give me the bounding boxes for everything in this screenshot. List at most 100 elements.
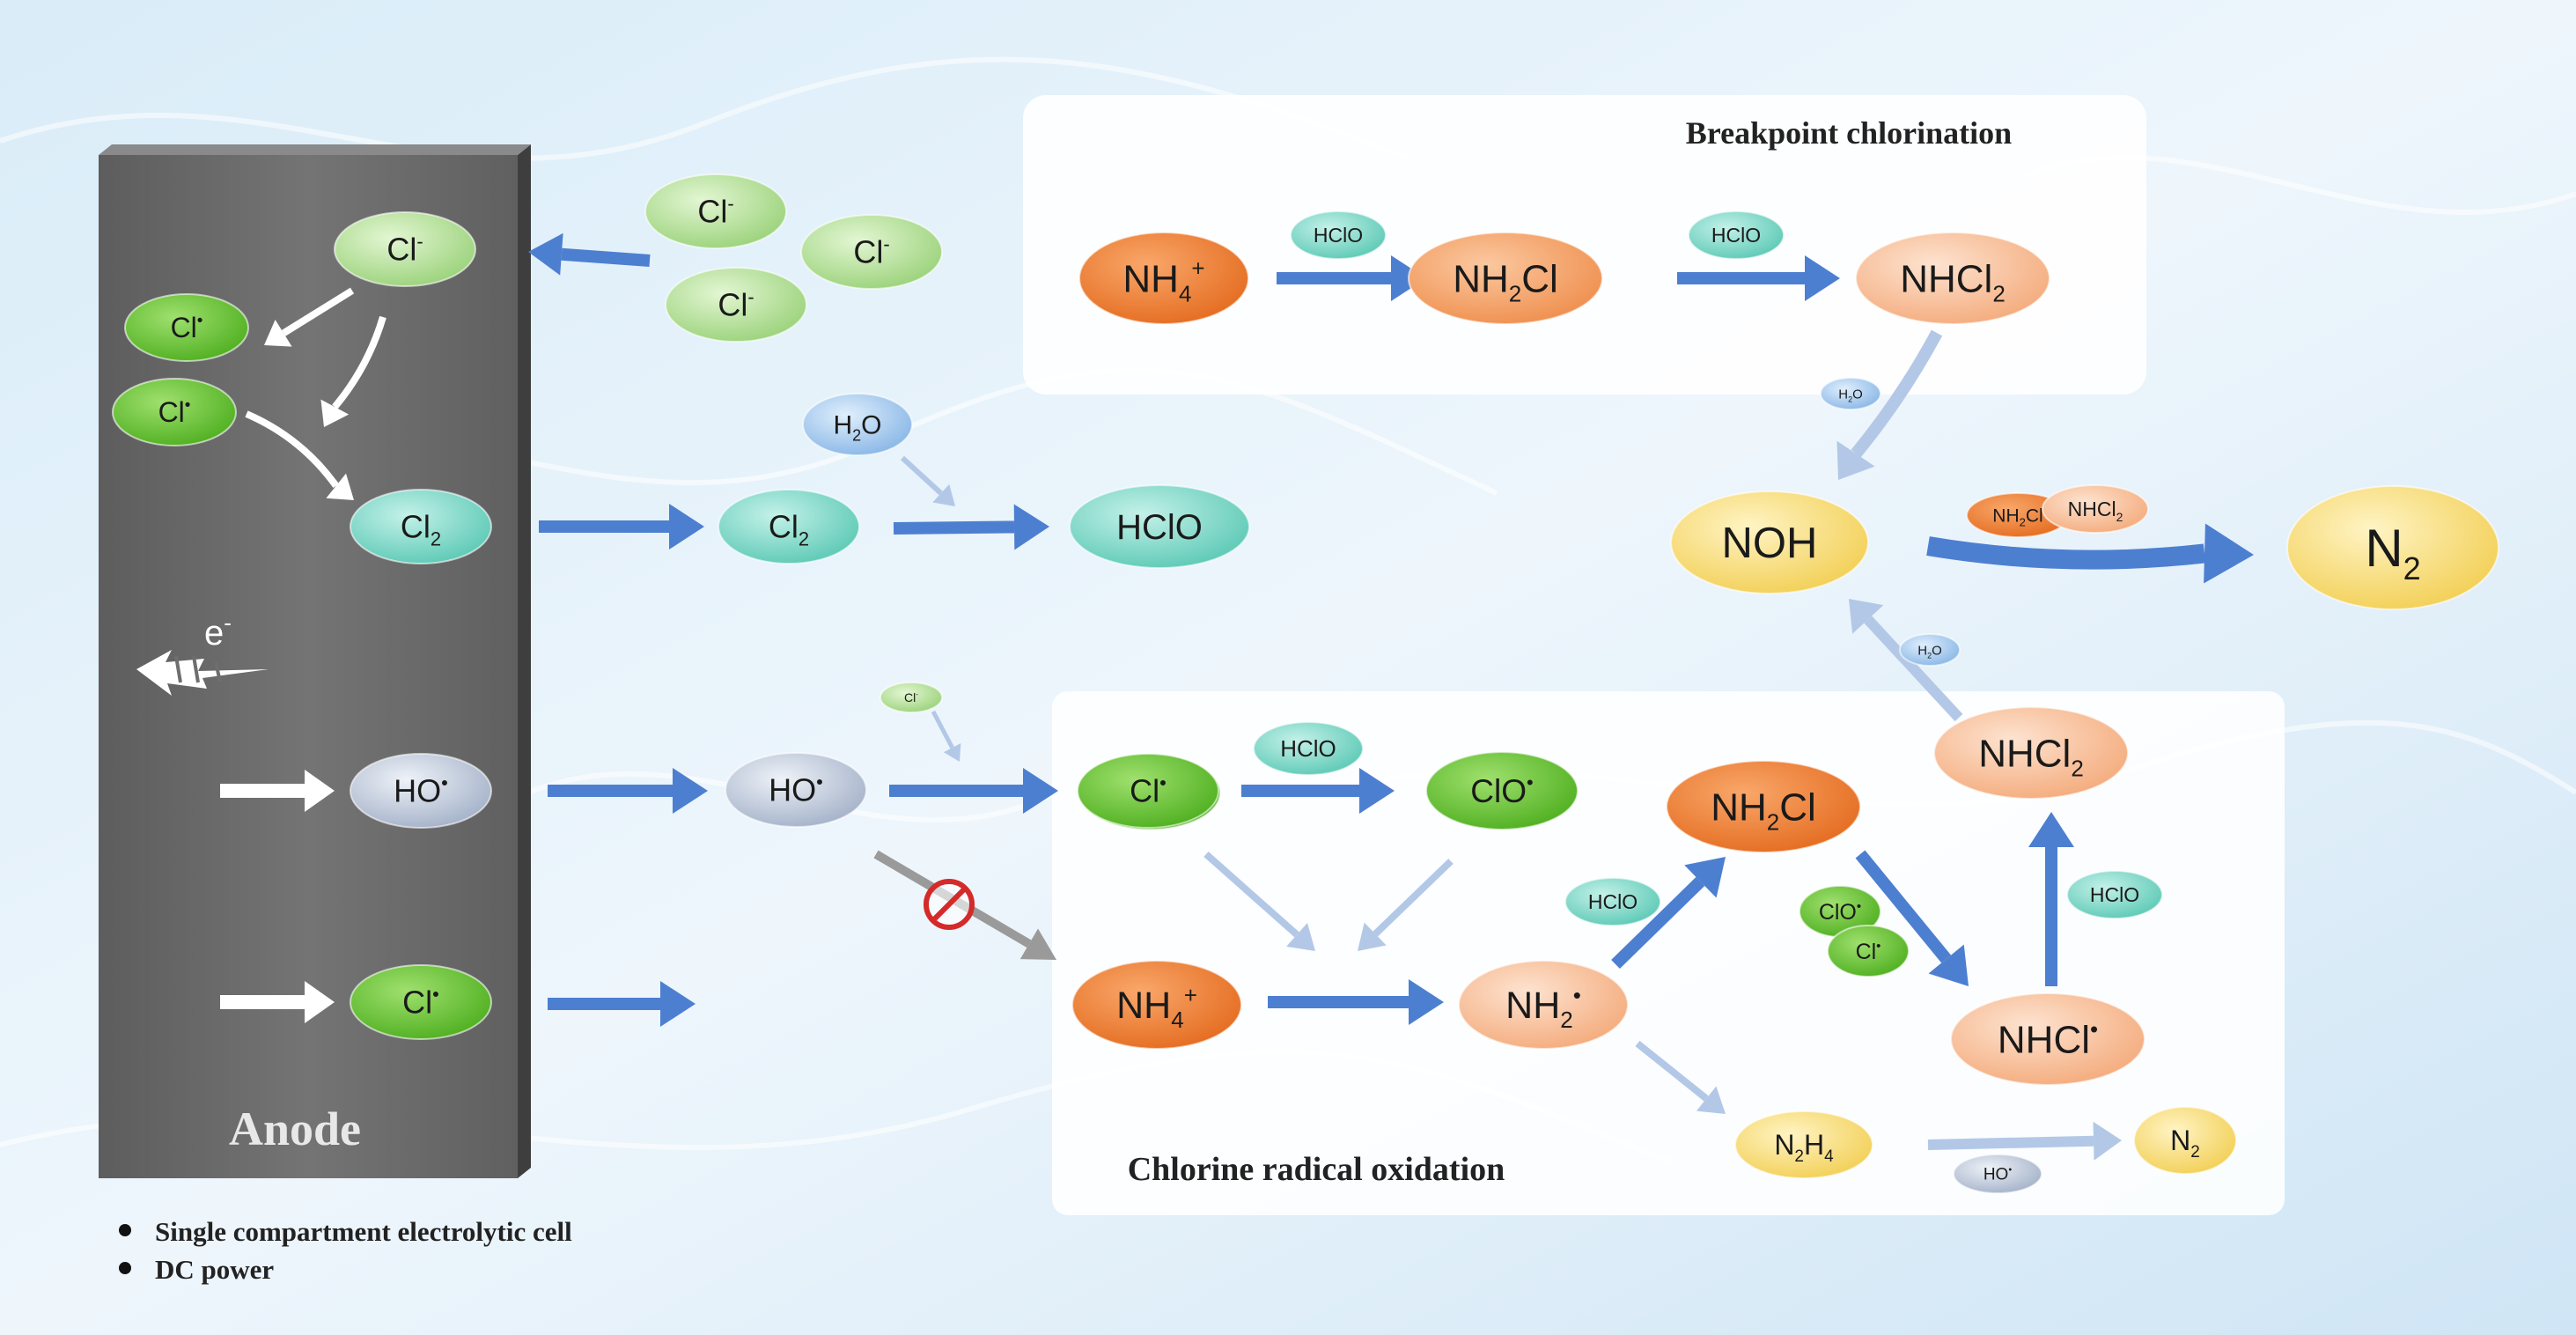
sol-cl-minus-1-label: Cl- [697,193,733,230]
anode-cl-radical-3-bubble [350,964,492,1040]
sol-cl-minus-3-bubble [665,267,807,343]
cr-n2: N2 [2133,1106,2237,1175]
bp-hclo-2-bubble [1688,210,1785,260]
small-nhcl2: NHCl2 [2042,484,2149,534]
legend-bullet [119,1262,131,1274]
bp-nh4: NH4+ [1078,232,1249,325]
bp-nh4-label: NH4+ [1122,254,1204,306]
cr-cl-radical-label: Cl• [1130,772,1167,809]
bp-hclo-2-label: HClO [1711,224,1761,247]
cr-ho-radical-small-bubble [1953,1154,2042,1194]
bp-nh2cl-bubble [1408,232,1603,325]
arrow-anode-cl2-out [539,504,704,549]
bp-hclo-1-bubble [1290,210,1387,260]
radical-panel [1052,691,2285,1215]
cr-cl-radical: Cl• [1077,753,1219,829]
arrow-cl-radical-in [220,981,335,1023]
arrow-cl-to-radical-2 [320,315,386,427]
arrow-ho-to-cl-radical [889,768,1058,814]
n2-big: N2 [2286,485,2499,610]
h2o-top: H2O [802,393,913,456]
small-nhcl2-bubble [2042,484,2149,534]
anode-cl2-bubble [350,489,492,564]
cr-hclo-3-bubble [2066,870,2163,919]
arrow-ho-in [220,770,335,812]
arrow-cl-to-nh2 [1203,852,1315,951]
cr-nh4-bubble [1071,960,1242,1050]
anode-ho-radical-bubble [350,753,492,829]
legend-item-cell: Single compartment electrolytic cell [155,1216,572,1247]
cr-hclo-2: HClO [1564,877,1661,926]
cr-n2h4-label: N2H4 [1774,1129,1834,1166]
cr-nh4-label: NH4+ [1116,982,1197,1033]
noh: NOH [1670,490,1869,594]
hclo-main-label: HClO [1116,508,1203,547]
cr-nh4: NH4+ [1071,960,1242,1050]
cr-nhcl2: NHCl2 [1933,706,2129,800]
cr-n2h4-bubble [1734,1110,1873,1179]
arrow-anode-cl-out [548,981,696,1027]
anode-cl-radical-3: Cl• [350,964,492,1040]
sol-cl-minus-small: Cl- [880,682,943,713]
cr-hclo-1-bubble [1253,721,1364,776]
h2o-mid-label: H2O [1917,643,1942,660]
cr-nh2cl-label: NH2Cl [1711,786,1816,835]
cr-ho-radical-small: HO• [1953,1154,2042,1194]
sol-cl-minus-small-label: Cl- [904,690,918,704]
h2o-right-bubble [1820,377,1881,410]
small-nhcl2-label: NHCl2 [2068,498,2123,524]
arrow-nhcl2-to-noh [1849,599,1963,722]
small-nh2cl-label: NH2Cl [1992,505,2042,528]
sol-cl-minus-2: Cl- [800,214,943,290]
bp-nh4-bubble [1078,232,1249,325]
sol-cl-minus-small-bubble [880,682,943,713]
cr-cl-radical-small: Cl• [1827,925,1910,977]
breakpoint-title: Breakpoint chlorination [1686,115,2012,151]
arrow-cl-to-clo [1241,768,1395,814]
breakpoint-panel [1023,95,2146,395]
cr-clo-radical-label: ClO• [1470,771,1533,809]
arrow-nh2-to-n2h4 [1635,1040,1726,1114]
bp-hclo-1-label: HClO [1314,224,1363,247]
sol-ho-radical-label: HO• [769,771,823,808]
arrow-cl-to-anode [528,232,651,276]
cr-hclo-1-label: HClO [1280,735,1336,762]
sol-cl-minus-2-bubble [800,214,943,290]
legend: Single compartment electrolytic cell DC … [119,1216,572,1285]
bp-hclo-1: HClO [1290,210,1387,260]
radical-title: Chlorine radical oxidation [1128,1151,1505,1188]
legend-bullet [119,1224,131,1236]
cr-cl-radical-small-bubble [1827,925,1910,977]
cr-nhcl-radical-label: NHCl• [1998,1015,2098,1061]
cr-ho-radical-small-label: HO• [1984,1165,2013,1184]
bp-nh2cl-label: NH2Cl [1453,257,1558,306]
noh-bubble [1670,490,1869,594]
anode-depth [518,144,531,1178]
h2o-top-label: H2O [833,411,881,445]
electron-flow-icon [136,650,269,696]
anode-top-edge [99,144,531,155]
hclo-main-bubble [1069,484,1250,569]
arrow-nhcl2-to-noh [1836,329,1943,480]
legend-item-power: DC power [155,1254,274,1285]
arrow-h2o-to-hclo [900,455,955,506]
anode-cl-radical-1: Cl• [124,293,249,362]
arrow-n2h4-to-n2 [1927,1121,2122,1161]
cr-nh2-radical: NH2• [1458,960,1629,1050]
cr-n2-label: N2 [2170,1125,2200,1162]
cr-clo-radical-small-label: ClO• [1819,899,1861,925]
cr-nhcl2-label: NHCl2 [1978,732,2084,781]
cr-clo-radical-small: ClO• [1799,885,1881,938]
bp-nhcl2-bubble [1855,232,2050,325]
cr-clo-radical: ClO• [1425,751,1579,830]
anode-cl2-label: Cl2 [401,509,441,550]
cr-nh2-radical-bubble [1458,960,1629,1050]
sol-cl2-label: Cl2 [769,509,809,550]
h2o-top-bubble [802,393,913,456]
arrow-cl-to-radical-1 [264,287,355,347]
h2o-right-label: H2O [1838,387,1863,403]
cr-clo-radical-bubble [1425,751,1579,830]
anode-cl-radical-2: Cl• [112,378,237,446]
anode-cl-radical-1-label: Cl• [171,312,203,343]
